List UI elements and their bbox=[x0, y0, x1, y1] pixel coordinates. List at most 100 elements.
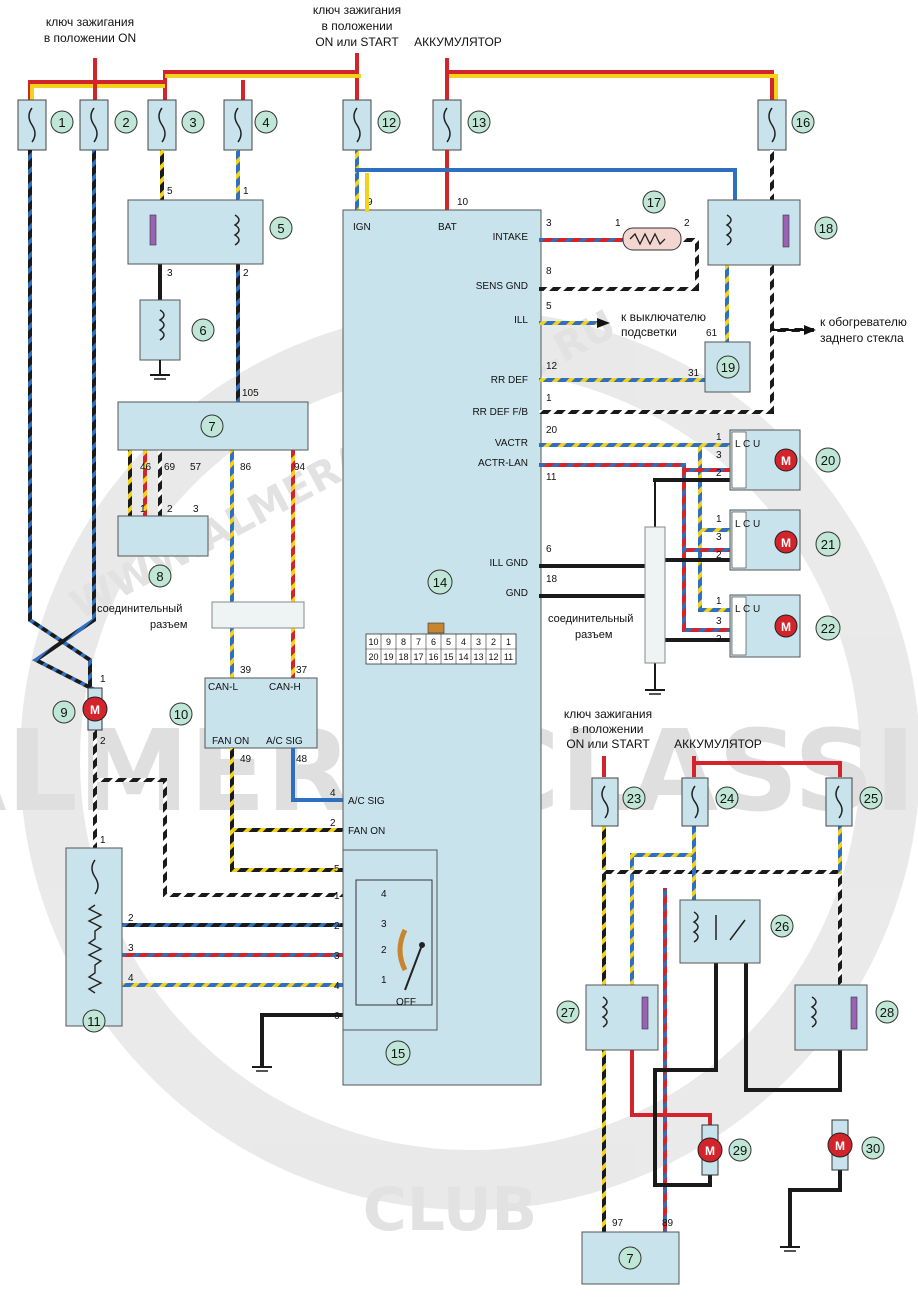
svg-text:1: 1 bbox=[140, 504, 146, 515]
svg-text:2: 2 bbox=[100, 736, 106, 747]
wires-switch bbox=[93, 748, 345, 1072]
caption-battery-2: АККУМУЛЯТОР bbox=[674, 737, 762, 751]
svg-text:86: 86 bbox=[240, 462, 252, 473]
svg-text:FAN ON: FAN ON bbox=[348, 826, 385, 837]
svg-text:57: 57 bbox=[190, 462, 202, 473]
actuator-21: L C U M 21 1 3 2 bbox=[716, 509, 841, 571]
connector-pin-label: 13 bbox=[473, 652, 483, 662]
svg-text:3: 3 bbox=[716, 532, 722, 543]
svg-text:A/C SIG: A/C SIG bbox=[348, 796, 385, 807]
svg-text:29: 29 bbox=[733, 1143, 747, 1158]
svg-text:1: 1 bbox=[546, 393, 552, 404]
svg-text:M: M bbox=[705, 1144, 715, 1158]
svg-text:3: 3 bbox=[189, 115, 196, 130]
svg-text:1: 1 bbox=[615, 218, 621, 229]
svg-text:к обогревателю: к обогревателю bbox=[820, 315, 907, 329]
fuse-12: 12 bbox=[342, 99, 401, 151]
caption-ign-on-start: ключ зажигания в положении ON или START bbox=[313, 3, 401, 49]
svg-text:46: 46 bbox=[140, 462, 152, 473]
svg-text:1: 1 bbox=[716, 596, 722, 607]
svg-text:CAN-H: CAN-H bbox=[269, 682, 301, 693]
connector-pin-label: 9 bbox=[386, 637, 391, 647]
svg-text:INTAKE: INTAKE bbox=[493, 232, 529, 243]
fuse-25: 25 bbox=[825, 777, 883, 827]
svg-text:RR DEF: RR DEF bbox=[491, 375, 528, 386]
connector-pin-label: 18 bbox=[398, 652, 408, 662]
connector-pin-label: 19 bbox=[383, 652, 393, 662]
top-wires bbox=[28, 53, 778, 100]
svg-text:M: M bbox=[835, 1139, 845, 1153]
relay-28: 28 bbox=[794, 984, 899, 1051]
svg-text:M: M bbox=[781, 536, 791, 550]
svg-text:11: 11 bbox=[87, 1014, 101, 1029]
svg-text:IGN: IGN bbox=[353, 222, 371, 233]
svg-text:в положении ON: в положении ON bbox=[44, 31, 136, 45]
fuse-13: 13 bbox=[432, 99, 491, 151]
wires-right-top bbox=[355, 150, 814, 414]
relay-27: 27 bbox=[556, 984, 659, 1051]
unit-7: 7 105 46 69 57 86 94 bbox=[117, 388, 309, 473]
svg-text:1: 1 bbox=[100, 835, 106, 846]
svg-text:2: 2 bbox=[381, 945, 387, 956]
connector-pin-label: 16 bbox=[428, 652, 438, 662]
svg-text:7: 7 bbox=[626, 1251, 633, 1266]
fuse-row-bottom: 23 24 25 bbox=[591, 777, 883, 827]
svg-text:VACTR: VACTR bbox=[495, 438, 528, 449]
connector-pin-label: 5 bbox=[446, 637, 451, 647]
connector-pin-label: 6 bbox=[431, 637, 436, 647]
svg-text:2: 2 bbox=[167, 504, 173, 515]
svg-text:9: 9 bbox=[367, 197, 373, 208]
svg-text:19: 19 bbox=[721, 360, 735, 375]
watermark-bottom: CLUB bbox=[363, 1175, 538, 1245]
svg-text:10: 10 bbox=[457, 197, 469, 208]
svg-text:в положении: в положении bbox=[321, 19, 392, 33]
connector-pin-label: 4 bbox=[461, 637, 466, 647]
svg-text:5: 5 bbox=[167, 186, 173, 197]
connector-pin-label: 17 bbox=[413, 652, 423, 662]
svg-text:ключ зажигания: ключ зажигания bbox=[46, 15, 134, 29]
relay-18: 18 bbox=[707, 199, 838, 266]
svg-text:6: 6 bbox=[199, 323, 206, 338]
fuse-1: 1 bbox=[17, 99, 74, 151]
connector-pin-label: 8 bbox=[401, 637, 406, 647]
connector-right: соединительный разъем bbox=[548, 526, 666, 664]
connector-pin-label: 11 bbox=[504, 652, 513, 662]
svg-text:BAT: BAT bbox=[438, 222, 457, 233]
svg-text:3: 3 bbox=[716, 450, 722, 461]
svg-text:A/C SIG: A/C SIG bbox=[266, 736, 303, 747]
svg-text:2: 2 bbox=[716, 634, 722, 645]
svg-text:M: M bbox=[90, 703, 100, 717]
svg-text:6: 6 bbox=[546, 544, 552, 555]
svg-text:37: 37 bbox=[296, 665, 308, 676]
unit-10: CAN-L CAN-H FAN ON A/C SIG 39 37 49 48 1… bbox=[169, 665, 318, 765]
svg-text:ACTR-LAN: ACTR-LAN bbox=[478, 458, 528, 469]
svg-text:2: 2 bbox=[243, 268, 249, 279]
svg-text:3: 3 bbox=[128, 943, 134, 954]
fuse-2: 2 bbox=[79, 99, 138, 151]
svg-text:в положении: в положении bbox=[572, 722, 643, 736]
svg-text:GND: GND bbox=[506, 588, 528, 599]
unit-7-bottom: 7 97 89 bbox=[581, 1218, 680, 1285]
svg-text:4: 4 bbox=[128, 973, 134, 984]
motor-29: M 29 bbox=[697, 1124, 752, 1176]
svg-text:OFF: OFF bbox=[396, 997, 416, 1008]
svg-text:5: 5 bbox=[546, 301, 552, 312]
svg-text:3: 3 bbox=[381, 919, 387, 930]
actuator-22: L C U M 22 1 3 2 bbox=[716, 594, 841, 658]
relay-5: 5 5 3 1 2 bbox=[127, 186, 293, 279]
svg-text:9: 9 bbox=[60, 705, 67, 720]
svg-text:заднего стекла: заднего стекла bbox=[820, 331, 904, 345]
svg-text:14: 14 bbox=[433, 575, 447, 590]
svg-text:FAN ON: FAN ON bbox=[212, 736, 249, 747]
svg-text:3: 3 bbox=[716, 616, 722, 627]
svg-text:18: 18 bbox=[819, 221, 833, 236]
svg-text:1: 1 bbox=[58, 115, 65, 130]
svg-text:1: 1 bbox=[381, 975, 387, 986]
svg-text:28: 28 bbox=[880, 1005, 894, 1020]
connector-pin-label: 3 bbox=[476, 637, 481, 647]
caption-ign-on: ключ зажигания в положении ON bbox=[44, 15, 136, 45]
svg-text:94: 94 bbox=[294, 462, 306, 473]
wires-bottom-right bbox=[602, 756, 842, 1252]
svg-text:ILL GND: ILL GND bbox=[489, 558, 528, 569]
